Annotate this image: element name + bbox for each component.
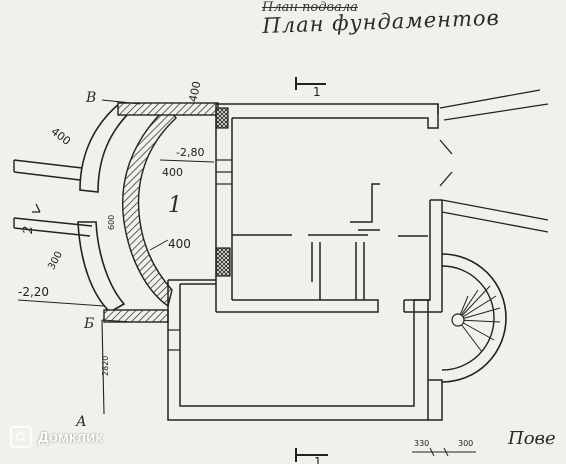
dim-400-low: 400 <box>168 237 191 251</box>
outer-curved-wall <box>79 102 136 193</box>
axis-v-label: В <box>85 90 96 106</box>
left-beam <box>13 159 93 237</box>
dim-330: 330 <box>414 439 429 448</box>
stair-tower <box>441 253 507 383</box>
axis-lines <box>101 99 141 415</box>
top-hatched-wall <box>117 102 219 116</box>
dim-2820: 2820 <box>101 356 110 376</box>
section-2-label: 2 <box>21 226 36 235</box>
dim-400-left: 400 <box>49 125 74 148</box>
section-mark-top-label: 1 <box>313 85 321 99</box>
dim-220: -2,20 <box>18 285 49 299</box>
column-top <box>215 107 229 129</box>
outside-lines <box>439 89 549 233</box>
dim-300b: 300 <box>458 439 473 448</box>
dim-600: 600 <box>107 215 116 230</box>
section-mark-bottom-label: 1 <box>314 455 322 464</box>
main-walls <box>167 103 443 421</box>
struck-title: План подвала <box>262 0 358 15</box>
room-1-label: 1 <box>168 193 182 218</box>
outer-curved-wall-lower <box>77 221 126 313</box>
interior-partitions <box>232 183 428 300</box>
axis-b-label: Б <box>83 316 94 332</box>
watermark-text: Домклик <box>38 428 103 446</box>
section-mark-top: 1 <box>295 77 326 99</box>
section-mark-bottom: 1 <box>295 448 328 464</box>
dim-300: 300 <box>46 250 65 272</box>
dim-280: -2,80 <box>176 146 204 159</box>
dim-ticks <box>17 159 476 457</box>
axis-markers: В Б А 2 <box>21 90 96 430</box>
watermark: Домклик <box>10 426 103 448</box>
domclick-logo-icon <box>10 426 32 448</box>
dim-400-top: 400 <box>186 80 203 103</box>
wall-openings <box>168 159 232 351</box>
dim-400-mid: 400 <box>162 166 183 179</box>
bottom-hatched-wall <box>103 309 169 323</box>
column-middle <box>215 247 231 277</box>
corner-note: Пове <box>508 428 556 449</box>
axis-a-label: А <box>75 414 87 430</box>
